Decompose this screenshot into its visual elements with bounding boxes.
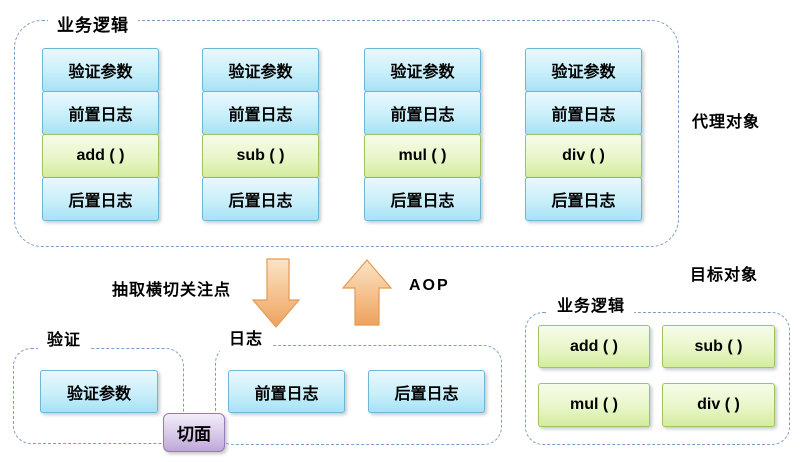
cell-validate-params: 验证参数 <box>525 48 642 92</box>
cell-post-log: 后置日志 <box>42 177 159 221</box>
aspect-badge: 切面 <box>163 413 225 452</box>
pre-log-box: 前置日志 <box>228 370 345 413</box>
proxy-object-label: 代理对象 <box>692 114 761 131</box>
extract-crosscut-label: 抽取横切关注点 <box>112 282 232 299</box>
cell-validate-params: 验证参数 <box>42 48 159 92</box>
up-arrow-icon <box>342 259 392 326</box>
target-group-label: 业务逻辑 <box>548 291 635 320</box>
proxy-group-box: 验证参数 前置日志 add ( ) 后置日志 验证参数 前置日志 sub ( )… <box>14 20 679 247</box>
logging-group-box <box>215 345 502 445</box>
cell-validate-params: 验证参数 <box>364 48 481 92</box>
target-sub-box: sub ( ) <box>662 325 775 368</box>
cell-validate-params: 验证参数 <box>202 48 319 92</box>
proxy-column-div: 验证参数 前置日志 div ( ) 后置日志 <box>525 48 642 221</box>
cell-post-log: 后置日志 <box>525 177 642 221</box>
post-log-box: 后置日志 <box>368 370 485 413</box>
down-arrow-icon <box>252 258 300 328</box>
proxy-column-add: 验证参数 前置日志 add ( ) 后置日志 <box>42 48 159 221</box>
target-group-box <box>525 312 790 445</box>
target-mul-box: mul ( ) <box>538 383 650 427</box>
cell-add-method: add ( ) <box>42 134 159 178</box>
target-object-label: 目标对象 <box>690 267 759 284</box>
cell-sub-method: sub ( ) <box>202 134 319 178</box>
validation-params-box: 验证参数 <box>40 370 158 413</box>
cell-pre-log: 前置日志 <box>42 91 159 135</box>
cell-post-log: 后置日志 <box>202 177 319 221</box>
validation-group-label: 验证 <box>38 325 91 354</box>
logging-group-label: 日志 <box>220 324 273 353</box>
validation-group-box <box>13 348 184 444</box>
cell-pre-log: 前置日志 <box>202 91 319 135</box>
proxy-column-sub: 验证参数 前置日志 sub ( ) 后置日志 <box>202 48 319 221</box>
cell-pre-log: 前置日志 <box>364 91 481 135</box>
cell-pre-log: 前置日志 <box>525 91 642 135</box>
target-add-box: add ( ) <box>538 325 650 368</box>
aop-label: AOP <box>409 277 450 294</box>
target-div-box: div ( ) <box>662 383 775 427</box>
cell-mul-method: mul ( ) <box>364 134 481 178</box>
proxy-column-mul: 验证参数 前置日志 mul ( ) 后置日志 <box>364 48 481 221</box>
cell-div-method: div ( ) <box>525 134 642 178</box>
proxy-group-label: 业务逻辑 <box>48 10 138 40</box>
cell-post-log: 后置日志 <box>364 177 481 221</box>
